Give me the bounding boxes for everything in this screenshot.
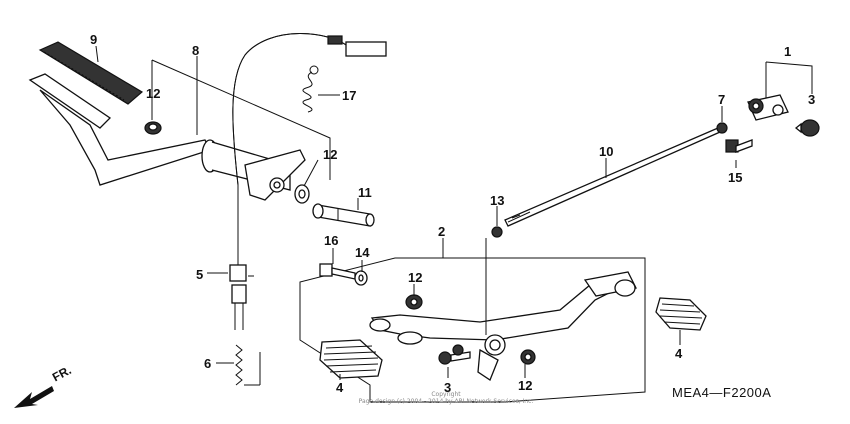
callout-6: 6 bbox=[204, 356, 211, 371]
nut-12-lower[interactable] bbox=[520, 349, 536, 365]
washer-12-pivot[interactable] bbox=[294, 184, 310, 204]
callout-15: 15 bbox=[728, 170, 742, 185]
copyright-line-2: Page design (c) 2004 - 2014 by ARI Netwo… bbox=[358, 398, 534, 405]
callout-13: 13 bbox=[490, 193, 504, 208]
callout-12-d: 12 bbox=[518, 378, 532, 393]
bolt-3-right[interactable] bbox=[794, 119, 820, 137]
washer-14[interactable] bbox=[354, 270, 368, 286]
callout-3-a: 3 bbox=[444, 380, 451, 395]
nut-12-center[interactable] bbox=[405, 294, 423, 310]
leader-lines bbox=[95, 45, 813, 386]
callout-5: 5 bbox=[196, 267, 203, 282]
callout-17: 17 bbox=[342, 88, 356, 103]
bracket-outline-2 bbox=[299, 257, 646, 403]
callout-7: 7 bbox=[718, 92, 725, 107]
brake-switch-cable-5[interactable] bbox=[229, 33, 387, 330]
callout-12-c: 12 bbox=[408, 270, 422, 285]
callout-10: 10 bbox=[599, 144, 613, 159]
callout-9: 9 bbox=[90, 32, 97, 47]
pivot-shaft-11[interactable] bbox=[312, 203, 375, 227]
pedal-rubber-4-right[interactable] bbox=[655, 297, 707, 331]
callout-2: 2 bbox=[438, 224, 445, 239]
callout-8: 8 bbox=[192, 43, 199, 58]
nut-7[interactable] bbox=[716, 122, 728, 134]
callout-14: 14 bbox=[355, 245, 370, 260]
gearshift-pedal-2[interactable] bbox=[369, 271, 637, 381]
brake-pedal-arm-8[interactable] bbox=[28, 73, 306, 201]
nut-13[interactable] bbox=[485, 226, 503, 335]
switch-spring-6[interactable] bbox=[235, 344, 243, 386]
copyright-notice: Copyright Page design (c) 2004 - 2014 by… bbox=[336, 391, 556, 405]
callout-16: 16 bbox=[324, 233, 338, 248]
callout-4-a: 4 bbox=[336, 380, 344, 395]
callout-1: 1 bbox=[784, 44, 791, 59]
callout-12-a: 12 bbox=[146, 86, 160, 101]
bolt-15[interactable] bbox=[725, 139, 753, 153]
callout-3-b: 3 bbox=[808, 92, 815, 107]
bolt-16[interactable] bbox=[319, 263, 356, 280]
direction-arrow-icon bbox=[14, 386, 54, 408]
return-spring-17[interactable] bbox=[302, 65, 319, 113]
callout-4-b: 4 bbox=[675, 346, 683, 361]
copyright-line-1: Copyright bbox=[431, 391, 461, 398]
shift-rod-10[interactable] bbox=[504, 127, 721, 227]
nut-12-left[interactable] bbox=[144, 121, 162, 135]
callout-12-b: 12 bbox=[323, 147, 337, 162]
pedal-pad-9[interactable] bbox=[38, 41, 144, 105]
callout-11: 11 bbox=[358, 185, 372, 200]
reference-code: MEA4—F2200A bbox=[672, 385, 772, 400]
tie-rod-end-1[interactable] bbox=[747, 94, 789, 121]
bolt-3-lower[interactable] bbox=[438, 344, 471, 365]
pedal-rubber-4-left[interactable] bbox=[319, 339, 383, 379]
